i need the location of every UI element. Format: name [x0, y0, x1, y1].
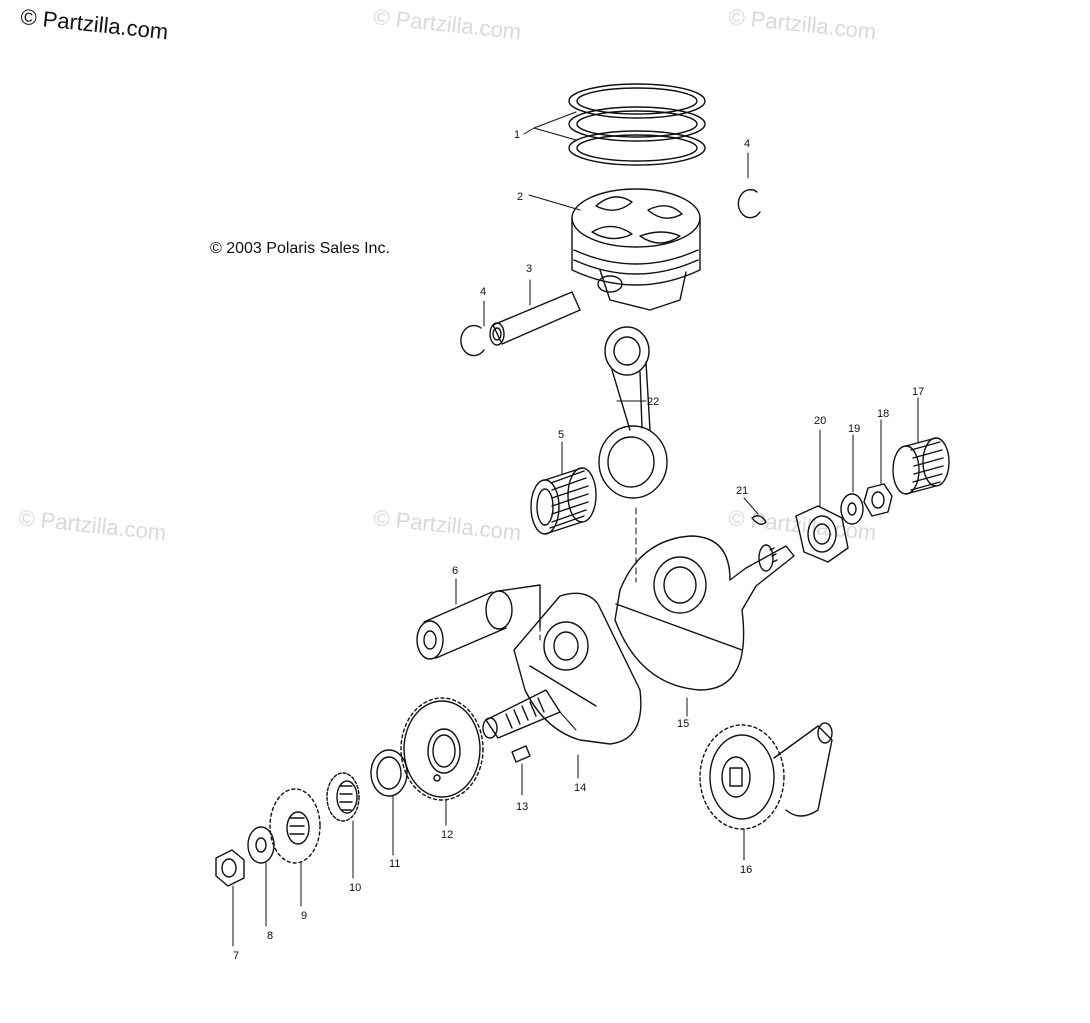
roller-bearing — [892, 437, 950, 495]
callout-labels: 1 2 3 4 4 5 6 7 8 9 10 11 12 13 14 15 16… — [233, 129, 924, 962]
callout-11: 11 — [389, 858, 400, 870]
callout-16: 16 — [740, 864, 752, 876]
connecting-rod — [598, 326, 668, 499]
leader-lines — [232, 111, 919, 947]
washer — [840, 493, 864, 525]
callout-3: 3 — [526, 263, 532, 275]
small-gear — [269, 788, 321, 864]
copyright-notice: © 2003 Polaris Sales Inc. — [210, 240, 390, 257]
callout-10: 10 — [349, 882, 361, 894]
callout-14: 14 — [574, 782, 586, 794]
piston — [571, 188, 701, 311]
callout-20: 20 — [814, 415, 826, 427]
callout-1: 1 — [514, 129, 520, 141]
hex-nut — [215, 849, 245, 887]
crankshaft — [482, 535, 795, 745]
thrust-washer — [370, 749, 408, 797]
piston-rings — [568, 83, 706, 166]
dowel-pin — [511, 745, 531, 763]
callout-6: 6 — [452, 565, 458, 577]
callout-8: 8 — [267, 930, 273, 942]
callout-19: 19 — [848, 423, 860, 435]
gear-bearing — [326, 772, 360, 822]
callout-12: 12 — [441, 829, 453, 841]
piston-pin — [489, 291, 581, 346]
callout-4: 4 — [744, 138, 750, 150]
woodruff-key — [751, 515, 767, 525]
callout-17: 17 — [912, 386, 924, 398]
callout-21: 21 — [736, 485, 748, 497]
bushing — [863, 483, 893, 517]
circlip — [460, 189, 761, 357]
callout-7: 7 — [233, 950, 239, 962]
callout-2: 2 — [517, 191, 523, 203]
callout-13: 13 — [516, 801, 528, 813]
washer-small — [247, 826, 275, 864]
callout-4: 4 — [480, 286, 486, 298]
callout-22: 22 — [647, 396, 659, 408]
drive-gear — [400, 697, 484, 801]
needle-bearing — [530, 467, 597, 535]
crank-nut — [795, 505, 849, 563]
crank-pin — [416, 584, 541, 660]
callout-15: 15 — [677, 718, 689, 730]
balance-shaft — [699, 722, 833, 830]
callout-9: 9 — [301, 910, 307, 922]
callout-5: 5 — [558, 429, 564, 441]
callout-18: 18 — [877, 408, 889, 420]
